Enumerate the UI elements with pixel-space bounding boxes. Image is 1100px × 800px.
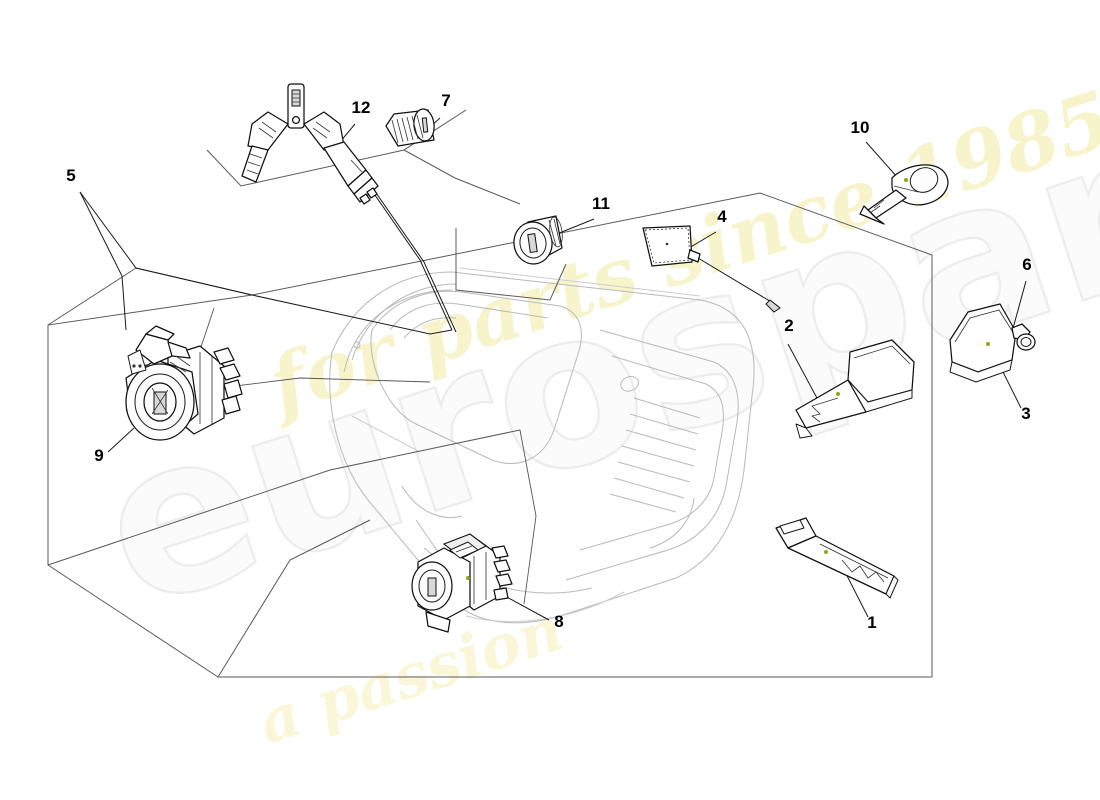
callout-6: 6 xyxy=(1022,255,1031,274)
callout-3: 3 xyxy=(1021,404,1030,423)
callout-12: 12 xyxy=(352,98,371,117)
callout-8: 8 xyxy=(554,612,563,631)
part-lock-cover-cap xyxy=(949,303,1017,383)
part-key-blank xyxy=(775,517,899,599)
callout-9: 9 xyxy=(94,446,103,465)
part-cover-cap-grommet xyxy=(1011,323,1036,351)
callout-7: 7 xyxy=(441,91,450,110)
callout-2: 2 xyxy=(784,316,793,335)
part-key-set-with-tag xyxy=(241,83,379,205)
callout-4: 4 xyxy=(717,207,727,226)
callout-11: 11 xyxy=(592,194,610,213)
part-ignition-lock-cylinder-assembly xyxy=(125,325,243,441)
part-key-with-ring xyxy=(859,164,949,225)
callout-10: 10 xyxy=(851,118,870,137)
part-knurled-lock-cylinder xyxy=(385,108,435,147)
part-door-lock-barrel xyxy=(513,215,563,265)
callout-5: 5 xyxy=(66,166,75,185)
callout-1: 1 xyxy=(867,613,876,632)
part-ignition-switch-housing xyxy=(411,533,513,633)
part-key-with-remote-fob xyxy=(795,339,915,439)
part-lock-actuating-rod xyxy=(642,225,781,313)
